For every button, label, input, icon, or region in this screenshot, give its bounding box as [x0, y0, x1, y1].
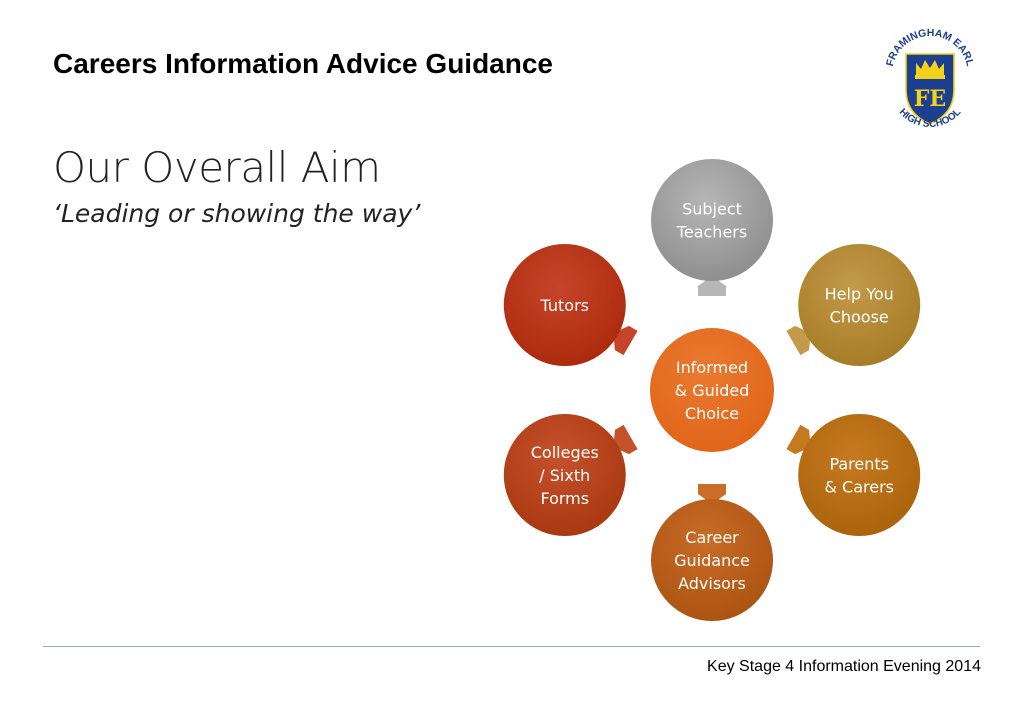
node-parents-carers	[798, 414, 921, 536]
node-career-guidance-advisors	[651, 499, 773, 621]
node-career-guidance-advisors-label-line: Guidance	[674, 551, 750, 570]
node-colleges-sixth-forms-label-line: / Sixth	[539, 466, 590, 485]
node-subject-teachers-label-line: Subject	[682, 200, 742, 219]
node-help-you-choose-label-line: Help You	[825, 285, 894, 304]
arrow-career-guidance-advisors	[698, 484, 726, 504]
footer-divider	[43, 646, 980, 647]
node-subject-teachers-label-line: Teachers	[676, 223, 747, 242]
center-node-label-line: & Guided	[675, 381, 750, 400]
arrow-tutors	[613, 325, 638, 356]
arrow-help-you-choose	[786, 325, 811, 356]
center-node-label-line: Choice	[685, 404, 739, 423]
main-heading: Our Overall Aim	[53, 143, 381, 192]
center-node-label-line: Informed	[676, 358, 748, 377]
node-parents-carers-label-line: & Carers	[824, 478, 894, 497]
node-help-you-choose-label-line: Choose	[830, 308, 889, 327]
node-tutors	[503, 244, 626, 366]
logo-initials: FE	[914, 86, 946, 112]
arrow-subject-teachers	[698, 276, 726, 296]
school-logo: FRAMINGHAM EARL FE HIGH SCHOOL	[884, 27, 976, 130]
node-career-guidance-advisors-label-line: Career	[685, 528, 739, 547]
center-node	[650, 328, 774, 452]
subtitle: ‘Leading or showing the way’	[53, 199, 421, 228]
crown-icon	[915, 60, 945, 79]
footer-text: Key Stage 4 Information Evening 2014	[707, 658, 981, 675]
node-career-guidance-advisors-label-line: Advisors	[678, 574, 746, 593]
node-subject-teachers	[651, 159, 773, 281]
node-parents-carers-label-line: Parents	[829, 455, 889, 474]
node-colleges-sixth-forms-label-line: Colleges	[531, 443, 599, 462]
node-help-you-choose	[798, 244, 921, 366]
node-colleges-sixth-forms	[503, 414, 626, 536]
node-colleges-sixth-forms-label-line: Forms	[540, 489, 589, 508]
arrow-colleges-sixth-forms	[613, 424, 638, 455]
arrow-parents-carers	[786, 424, 811, 455]
node-tutors-label-line: Tutors	[540, 296, 589, 315]
header-title: Careers Information Advice Guidance	[53, 48, 553, 79]
